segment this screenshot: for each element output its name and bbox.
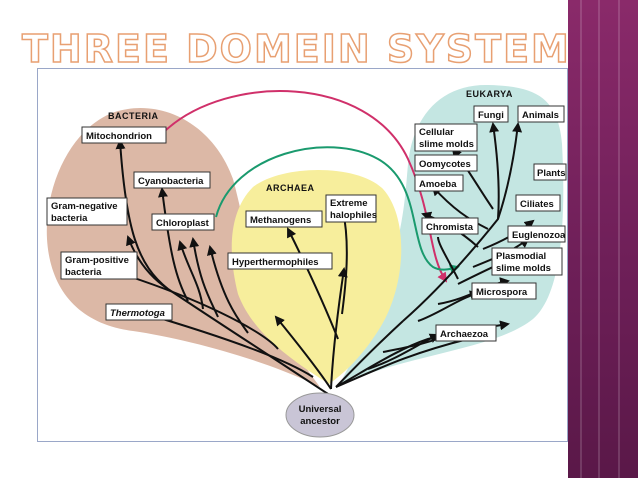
taxon-oomycotes-label: Oomycotes [419, 159, 471, 170]
taxon-animals: Animals [517, 105, 565, 123]
three-domain-tree-diagram: BACTERIA ARCHAEA EUKARYA Mitochondrion C… [46, 84, 567, 438]
taxon-methanogens-label: Methanogens [250, 215, 311, 226]
taxon-amoeba: Amoeba [414, 174, 464, 192]
taxon-gram-positive-label-1: Gram-positive [65, 255, 129, 266]
taxon-ciliates-label: Ciliates [520, 199, 554, 210]
taxon-gram-negative-bacteria: Gram-negative bacteria [46, 197, 128, 226]
taxon-extreme-halophiles-label-2: halophiles [330, 210, 377, 221]
taxon-extreme-halophiles: Extreme halophiles [325, 194, 377, 223]
chloroplast-transfer-arrow [215, 146, 460, 275]
taxon-chloroplast-label: Chloroplast [156, 218, 210, 229]
taxon-chromista: Chromista [421, 217, 479, 235]
taxon-archaezoa-label: Archaezoa [440, 329, 489, 340]
taxon-plasmodial-slime-molds-label-1: Plasmodial [496, 251, 546, 262]
taxon-microspora-label: Microspora [476, 287, 528, 298]
taxon-gram-positive-bacteria: Gram-positive bacteria [60, 251, 138, 280]
universal-ancestor-label-1: Universal [299, 404, 342, 415]
taxon-chloroplast: Chloroplast [151, 213, 215, 231]
taxon-amoeba-label: Amoeba [419, 179, 457, 190]
taxon-hyperthermophiles: Hyperthermophiles [227, 252, 333, 270]
universal-ancestor-node: Universal ancestor [285, 392, 355, 438]
eukarya-region [338, 84, 564, 387]
eukarya-domain-label: EUKARYA [466, 89, 513, 99]
taxon-gram-negative-label-1: Gram-negative [51, 201, 118, 212]
bacteria-branches [104, 139, 329, 395]
taxon-microspora: Microspora [471, 282, 537, 300]
taxon-mitochondrion-label: Mitochondrion [86, 131, 152, 142]
taxon-plants-label: Plants [537, 168, 566, 179]
taxon-extreme-halophiles-label-1: Extreme [330, 198, 368, 209]
taxon-oomycotes: Oomycotes [414, 154, 478, 172]
taxon-cyanobacteria: Cyanobacteria [133, 171, 211, 189]
taxon-methanogens: Methanogens [245, 210, 323, 228]
taxon-plasmodial-slime-molds-label-2: slime molds [496, 263, 551, 274]
mitochondrion-transfer-arrow [165, 90, 448, 283]
taxon-cellular-slime-molds-label-1: Cellular [419, 127, 454, 138]
taxon-plants: Plants [533, 163, 567, 181]
taxon-gram-positive-label-2: bacteria [65, 267, 102, 278]
taxon-thermotoga-label: Thermotoga [110, 308, 165, 319]
diagram-frame: BACTERIA ARCHAEA EUKARYA Mitochondrion C… [37, 68, 568, 442]
archaea-branches [274, 209, 350, 390]
taxon-cellular-slime-molds-label-2: slime molds [419, 139, 474, 150]
bacteria-domain-label: BACTERIA [108, 111, 159, 121]
taxon-fungi: Fungi [473, 105, 509, 123]
taxon-thermotoga: Thermotoga [105, 303, 173, 321]
taxon-ciliates: Ciliates [515, 194, 561, 212]
taxon-animals-label: Animals [522, 110, 559, 121]
archaea-domain-label: ARCHAEA [266, 183, 315, 193]
taxon-euglenozoa: Euglenozoa [507, 225, 566, 243]
taxon-hyperthermophiles-label: Hyperthermophiles [232, 257, 319, 268]
taxon-gram-negative-label-2: bacteria [51, 213, 88, 224]
universal-ancestor-label-2: ancestor [300, 416, 340, 427]
taxon-chromista-label: Chromista [426, 222, 474, 233]
taxon-euglenozoa-label: Euglenozoa [512, 230, 566, 241]
taxon-plasmodial-slime-molds: Plasmodial slime molds [491, 247, 563, 276]
taxon-cellular-slime-molds: Cellular slime molds [414, 123, 478, 152]
slide-title: THREE DOMEIN SYSTEM [21, 27, 571, 71]
taxon-mitochondrion: Mitochondrion [81, 126, 167, 144]
taxon-archaezoa: Archaezoa [435, 324, 497, 342]
decorative-side-bar [568, 0, 638, 478]
taxon-cyanobacteria-label: Cyanobacteria [138, 176, 204, 187]
taxon-fungi-label: Fungi [478, 110, 504, 121]
